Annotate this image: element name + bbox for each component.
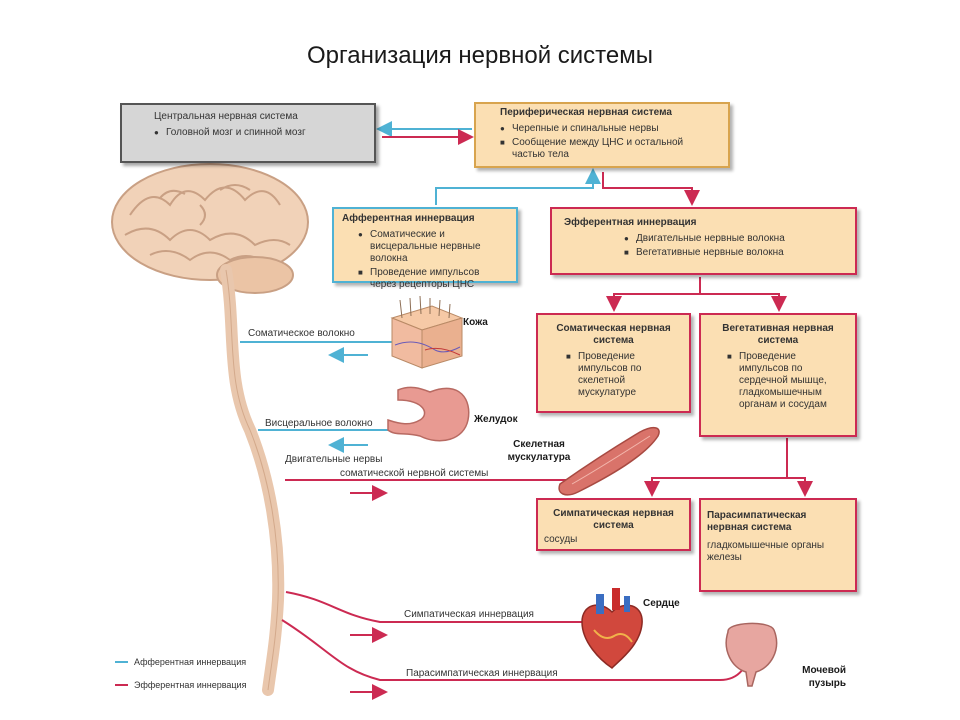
somatic-fiber-label: Соматическое волокно <box>248 328 355 339</box>
afferent-item: Проведение импульсов через рецепторы ЦНС <box>358 267 508 291</box>
bladder-illustration <box>725 622 778 687</box>
somatic-ns-box: Соматическая нервная система Проведение … <box>536 313 691 413</box>
pns-item: Черепные и спинальные нервы <box>500 123 718 135</box>
efferent-box: Эфферентная иннервация Двигательные нерв… <box>550 207 857 275</box>
visceral-fiber-label: Висцеральное волокно <box>265 418 373 429</box>
pns-box: Периферическая нервная система Черепные … <box>474 102 730 168</box>
cns-item: Головной мозг и спинной мозг <box>154 127 364 139</box>
parasympathetic-heading: Парасимпатическая нервная система <box>707 510 807 533</box>
cns-heading: Центральная нервная система <box>154 111 298 122</box>
legend-efferent-label: Эфферентная иннервация <box>134 680 247 690</box>
somatic-heading: Соматическая нервная система <box>556 323 671 346</box>
heart-label: Сердце <box>643 598 680 609</box>
afferent-box: Афферентная иннервация Соматические и ви… <box>332 207 518 290</box>
sympathetic-heading: Симпатическая нервная система <box>553 508 674 531</box>
skin-illustration <box>390 295 464 369</box>
parasympathetic-text: гладкомышечные органы железы <box>707 540 825 563</box>
afferent-item: Соматические и висцеральные нервные воло… <box>358 229 508 265</box>
vegetative-heading: Вегетативная нервная система <box>722 323 834 346</box>
efferent-item: Вегетативные нервные волокна <box>624 247 845 259</box>
vegetative-item: Проведение импульсов по сердечной мышце,… <box>727 351 837 411</box>
legend-afferent-label: Афферентная иннервация <box>134 657 247 667</box>
skin-label: Кожа <box>463 317 488 328</box>
vegetative-ns-box: Вегетативная нервная система Проведение … <box>699 313 857 437</box>
skeletal-muscle-label: Скелетная мускулатура <box>507 439 571 463</box>
sympathetic-ns-box: Симпатическая нервная система сосуды <box>536 498 691 551</box>
muscle-illustration <box>558 426 660 496</box>
sympathetic-innervation-label: Симпатическая иннервация <box>404 609 534 620</box>
pns-heading: Периферическая нервная система <box>500 107 672 118</box>
parasympathetic-innervation-label: Парасимпатическая иннервация <box>406 668 558 679</box>
somatic-item: Проведение импульсов по скелетной мускул… <box>566 351 656 399</box>
stomach-illustration <box>387 386 470 442</box>
parasympathetic-ns-box: Парасимпатическая нервная система гладко… <box>699 498 857 592</box>
somatic-ns-label: соматической нервной системы <box>340 468 489 479</box>
stomach-label: Желудок <box>474 414 518 425</box>
motor-nerves-label: Двигательные нервы <box>285 454 383 465</box>
afferent-heading: Афферентная иннервация <box>342 213 475 224</box>
page-title: Организация нервной системы <box>306 42 654 69</box>
bladder-label: Мочевой пузырь <box>802 665 846 689</box>
cns-box: Центральная нервная система Головной моз… <box>120 103 376 163</box>
efferent-item: Двигательные нервные волокна <box>624 233 845 245</box>
sympathetic-text: сосуды <box>544 534 578 545</box>
efferent-heading: Эфферентная иннервация <box>564 217 697 228</box>
heart-illustration <box>581 588 643 669</box>
pns-item: Сообщение между ЦНС и остальной частью т… <box>500 137 718 161</box>
brain-illustration <box>111 163 309 294</box>
